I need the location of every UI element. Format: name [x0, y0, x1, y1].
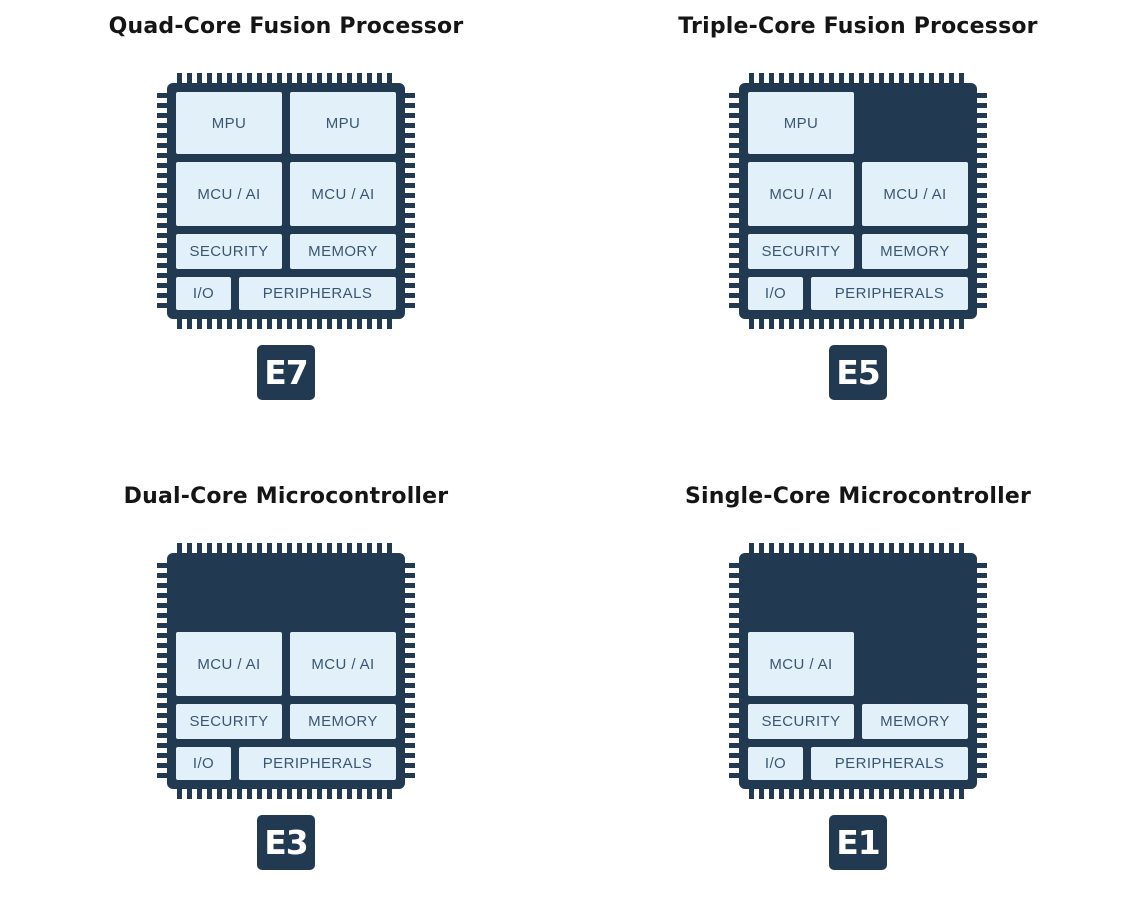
- pins-right-icon: [974, 563, 987, 779]
- block-io: I/O: [176, 747, 231, 780]
- chip-die: MCU / AI MCU / AI SECURITY MEMORY I/O PE…: [167, 553, 405, 789]
- block-security: SECURITY: [748, 234, 854, 269]
- security-memory-row: SECURITY MEMORY: [748, 704, 968, 739]
- block-peripherals: PERIPHERALS: [811, 277, 968, 310]
- pins-left-icon: [729, 563, 742, 779]
- block-mpu-right: MPU: [290, 92, 396, 154]
- block-mcu-left: MCU / AI: [748, 162, 854, 226]
- block-mcu-right: MCU / AI: [290, 632, 396, 696]
- chip-package: MPU MCU / AI MCU / AI SECURITY MEMORY I/…: [729, 73, 987, 329]
- chip-badge: E5: [829, 345, 887, 400]
- chip-panel-dual-core: Dual-Core Microcontroller MCU / AI MCU /…: [0, 484, 572, 870]
- pins-bottom-icon: [749, 316, 967, 329]
- block-memory: MEMORY: [290, 704, 396, 739]
- mpu-row: [176, 562, 396, 624]
- pins-top-icon: [177, 543, 395, 556]
- pins-top-icon: [177, 73, 395, 86]
- mpu-row: MPU MPU: [176, 92, 396, 154]
- pins-left-icon: [157, 563, 170, 779]
- block-mcu-left: MCU / AI: [176, 632, 282, 696]
- chip-title: Single-Core Microcontroller: [684, 484, 1032, 509]
- block-security: SECURITY: [176, 704, 282, 739]
- pins-right-icon: [402, 93, 415, 309]
- security-memory-row: SECURITY MEMORY: [176, 704, 396, 739]
- block-mcu-left: MCU / AI: [748, 632, 854, 696]
- block-peripherals: PERIPHERALS: [239, 747, 396, 780]
- pins-right-icon: [402, 563, 415, 779]
- block-io: I/O: [748, 747, 803, 780]
- mcu-row: MCU / AI: [748, 632, 968, 696]
- chip-package: MCU / AI SECURITY MEMORY I/O PERIPHERALS: [729, 543, 987, 799]
- chip-panel-quad-core: Quad-Core Fusion Processor MPU MPU MCU /…: [0, 14, 572, 400]
- mpu-row: [748, 562, 968, 624]
- security-memory-row: SECURITY MEMORY: [176, 234, 396, 269]
- mpu-row: MPU: [748, 92, 968, 154]
- pins-top-icon: [749, 543, 967, 556]
- io-peripherals-row: I/O PERIPHERALS: [176, 747, 396, 780]
- chip-badge: E1: [829, 815, 887, 870]
- chip-badge: E7: [257, 345, 315, 400]
- chip-family-grid: Quad-Core Fusion Processor MPU MPU MCU /…: [0, 14, 1144, 870]
- pins-left-icon: [729, 93, 742, 309]
- chip-title: Dual-Core Microcontroller: [123, 484, 449, 509]
- block-memory: MEMORY: [862, 234, 968, 269]
- chip-panel-single-core: Single-Core Microcontroller MCU / AI SEC…: [572, 484, 1144, 870]
- chip-die: MPU MPU MCU / AI MCU / AI SECURITY MEMOR…: [167, 83, 405, 319]
- chip-die: MCU / AI SECURITY MEMORY I/O PERIPHERALS: [739, 553, 977, 789]
- block-peripherals: PERIPHERALS: [239, 277, 396, 310]
- block-io: I/O: [748, 277, 803, 310]
- pins-left-icon: [157, 93, 170, 309]
- block-memory: MEMORY: [290, 234, 396, 269]
- chip-panel-triple-core: Triple-Core Fusion Processor MPU MCU / A…: [572, 14, 1144, 400]
- io-peripherals-row: I/O PERIPHERALS: [748, 747, 968, 780]
- io-peripherals-row: I/O PERIPHERALS: [176, 277, 396, 310]
- block-peripherals: PERIPHERALS: [811, 747, 968, 780]
- block-mpu-left: MPU: [176, 92, 282, 154]
- chip-package: MPU MPU MCU / AI MCU / AI SECURITY MEMOR…: [157, 73, 415, 329]
- chip-title: Quad-Core Fusion Processor: [108, 14, 464, 39]
- mcu-row: MCU / AI MCU / AI: [176, 632, 396, 696]
- block-mcu-right: MCU / AI: [290, 162, 396, 226]
- block-security: SECURITY: [176, 234, 282, 269]
- pins-bottom-icon: [177, 786, 395, 799]
- block-mcu-left: MCU / AI: [176, 162, 282, 226]
- chip-package: MCU / AI MCU / AI SECURITY MEMORY I/O PE…: [157, 543, 415, 799]
- chip-die: MPU MCU / AI MCU / AI SECURITY MEMORY I/…: [739, 83, 977, 319]
- block-memory: MEMORY: [862, 704, 968, 739]
- chip-title: Triple-Core Fusion Processor: [678, 14, 1038, 39]
- security-memory-row: SECURITY MEMORY: [748, 234, 968, 269]
- block-io: I/O: [176, 277, 231, 310]
- pins-bottom-icon: [749, 786, 967, 799]
- chip-badge: E3: [257, 815, 315, 870]
- pins-bottom-icon: [177, 316, 395, 329]
- pins-right-icon: [974, 93, 987, 309]
- block-security: SECURITY: [748, 704, 854, 739]
- pins-top-icon: [749, 73, 967, 86]
- mcu-row: MCU / AI MCU / AI: [176, 162, 396, 226]
- block-mcu-right: MCU / AI: [862, 162, 968, 226]
- mcu-row: MCU / AI MCU / AI: [748, 162, 968, 226]
- block-mpu-left: MPU: [748, 92, 854, 154]
- io-peripherals-row: I/O PERIPHERALS: [748, 277, 968, 310]
